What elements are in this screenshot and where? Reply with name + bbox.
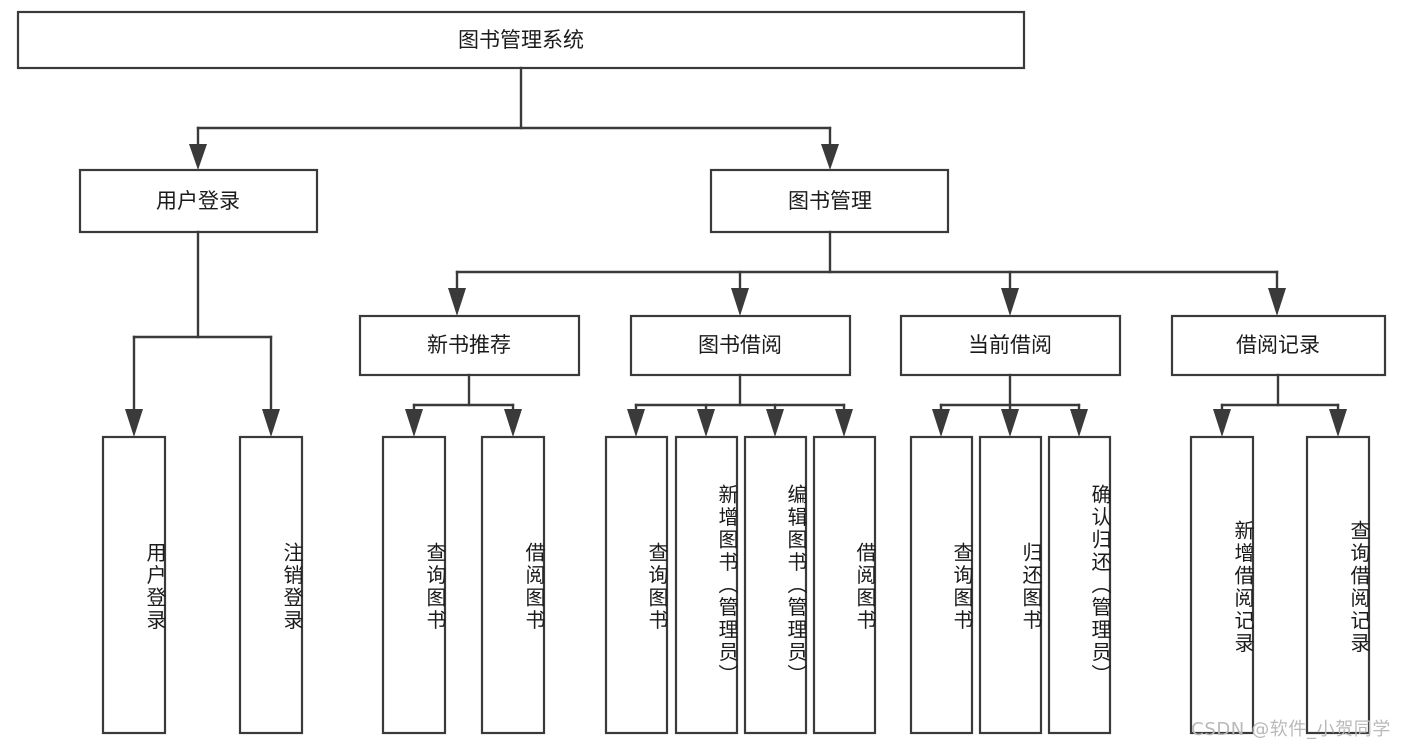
connector-book-management-to-level2	[448, 230, 1286, 316]
leaf-box-query-book-2[interactable]	[604, 435, 669, 735]
arrow-head-book-mgmt	[821, 144, 839, 170]
leaf-box-borrow-book-1[interactable]	[480, 435, 546, 735]
leaf-box-logout[interactable]	[238, 435, 304, 735]
node-current-borrow-box	[899, 314, 1122, 377]
arrow-head-new-book	[448, 288, 466, 316]
leaf-box-user-login[interactable]	[101, 435, 167, 735]
leaf-box-borrow-book-2[interactable]	[812, 435, 877, 735]
leaf-box-edit-book[interactable]	[743, 435, 808, 735]
connector-current-borrow-to-leaves	[932, 373, 1088, 437]
node-current-borrow[interactable]: 当前借阅	[899, 314, 1122, 377]
arrow-head-leaf-borrow-book-1	[504, 409, 522, 437]
connector-new-book-to-leaves	[405, 373, 522, 437]
node-borrow-record[interactable]: 借阅记录	[1170, 314, 1387, 377]
connector-root-to-level1	[189, 66, 839, 170]
arrow-head-leaf-return-book	[1001, 409, 1019, 437]
node-book-borrow-box	[629, 314, 852, 377]
leaf-box-add-record[interactable]	[1189, 435, 1255, 735]
arrow-head-current-borrow	[1001, 288, 1019, 316]
node-book-borrow-label: 图书借阅	[698, 333, 782, 357]
arrow-head-leaf-borrow-book-2	[835, 409, 853, 437]
node-current-borrow-label: 当前借阅	[968, 333, 1052, 357]
arrow-head-leaf-query-record	[1329, 409, 1347, 437]
leaf-box-query-book-3[interactable]	[909, 435, 974, 735]
node-new-book-recommend-box	[358, 314, 581, 377]
leaf-box-confirm-return[interactable]	[1047, 435, 1112, 735]
node-user-login[interactable]: 用户登录	[78, 168, 319, 234]
node-root-label: 图书管理系统	[458, 28, 584, 52]
node-user-login-label: 用户登录	[156, 189, 240, 213]
connector-book-borrow-to-leaves	[627, 373, 853, 437]
node-root[interactable]: 图书管理系统	[16, 10, 1026, 70]
node-borrow-record-box	[1170, 314, 1387, 377]
arrow-head-leaf-user-login	[125, 409, 143, 437]
leaf-box-add-book[interactable]	[674, 435, 739, 735]
arrow-head-borrow-record	[1268, 288, 1286, 316]
arrow-head-leaf-query-book-2	[627, 409, 645, 437]
node-book-management-label: 图书管理	[788, 189, 872, 213]
arrow-head-leaf-confirm-return	[1070, 409, 1088, 437]
arrow-head-user-login	[189, 144, 207, 170]
arrow-head-leaf-query-book-1	[405, 409, 423, 437]
node-book-management[interactable]: 图书管理	[709, 168, 950, 234]
arrow-head-leaf-query-book-3	[932, 409, 950, 437]
arrow-head-leaf-logout	[262, 409, 280, 437]
node-new-book-recommend-label: 新书推荐	[427, 333, 511, 357]
leaf-box-query-book-1[interactable]	[381, 435, 447, 735]
arrow-head-leaf-add-record	[1213, 409, 1231, 437]
node-borrow-record-label: 借阅记录	[1236, 333, 1320, 357]
arrow-head-leaf-add-book	[697, 409, 715, 437]
node-new-book-recommend[interactable]: 新书推荐	[358, 314, 581, 377]
connector-user-login-to-leaves	[125, 230, 280, 437]
arrow-head-book-borrow	[731, 288, 749, 316]
connector-borrow-record-to-leaves	[1213, 373, 1347, 437]
node-book-borrow[interactable]: 图书借阅	[629, 314, 852, 377]
arrow-head-leaf-edit-book	[766, 409, 784, 437]
node-root-box	[16, 10, 1026, 70]
node-book-management-box	[709, 168, 950, 234]
leaf-box-query-record[interactable]	[1305, 435, 1371, 735]
leaf-box-return-book[interactable]	[978, 435, 1043, 735]
csdn-watermark: CSDN @软件_小贺同学	[1191, 719, 1391, 740]
